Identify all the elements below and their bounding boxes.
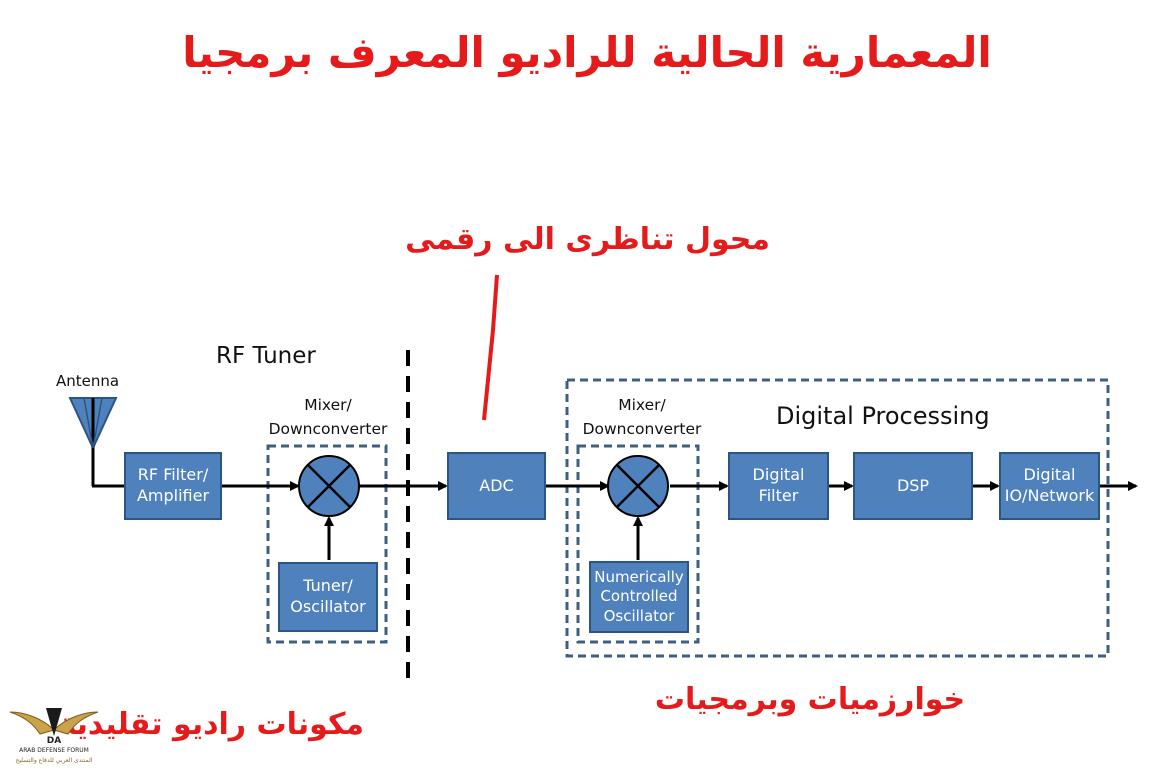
tuner-oscillator-block: Tuner/ Oscillator xyxy=(278,562,378,632)
analog-caption: مكونات راديو تقليدية xyxy=(58,707,364,742)
adc-block: ADC xyxy=(447,452,546,520)
digital-processing-dashed-box xyxy=(565,378,1110,658)
rf-filter-block: RF Filter/ Amplifier xyxy=(124,452,222,520)
adc-callout-line xyxy=(482,274,499,421)
dsp-block: DSP xyxy=(853,452,973,520)
digital-io-block: Digital IO/Network xyxy=(999,452,1100,520)
nco-block: Numerically Controlled Oscillator xyxy=(589,561,689,633)
mixer1-dashed-box xyxy=(266,444,388,644)
digital-filter-block: Digital Filter xyxy=(728,452,829,520)
mixer1-icon xyxy=(298,455,360,517)
logo-initials: DA xyxy=(46,736,62,746)
wings-logo-icon xyxy=(9,708,99,736)
mixer1-label: Mixer/ Downconverter xyxy=(268,396,388,439)
digital-caption: خوارزميات وبرمجيات xyxy=(654,682,966,717)
rf-tuner-label: RF Tuner xyxy=(216,343,316,369)
antenna-label: Antenna xyxy=(56,372,120,390)
mixer2-dashed-box xyxy=(576,444,700,644)
arab-defense-forum-logo: DA ARAB DEFENSE FORUM المنتدى العربي للد… xyxy=(6,700,102,770)
logo-subtitle: المنتدى العربي للدفاع والتسليح xyxy=(15,757,93,764)
page-title: المعمارية الحالية للراديو المعرف برمجيا xyxy=(182,28,992,77)
logo-brand: ARAB DEFENSE FORUM xyxy=(19,747,89,754)
signal-wires xyxy=(92,481,1138,560)
mixer2-icon xyxy=(607,455,669,517)
mixer2-label: Mixer/ Downconverter xyxy=(582,396,702,439)
antenna-icon xyxy=(68,397,118,486)
adc-callout-text: محول تناظرى الى رقمى xyxy=(405,222,770,257)
digital-processing-label: Digital Processing xyxy=(776,402,990,430)
